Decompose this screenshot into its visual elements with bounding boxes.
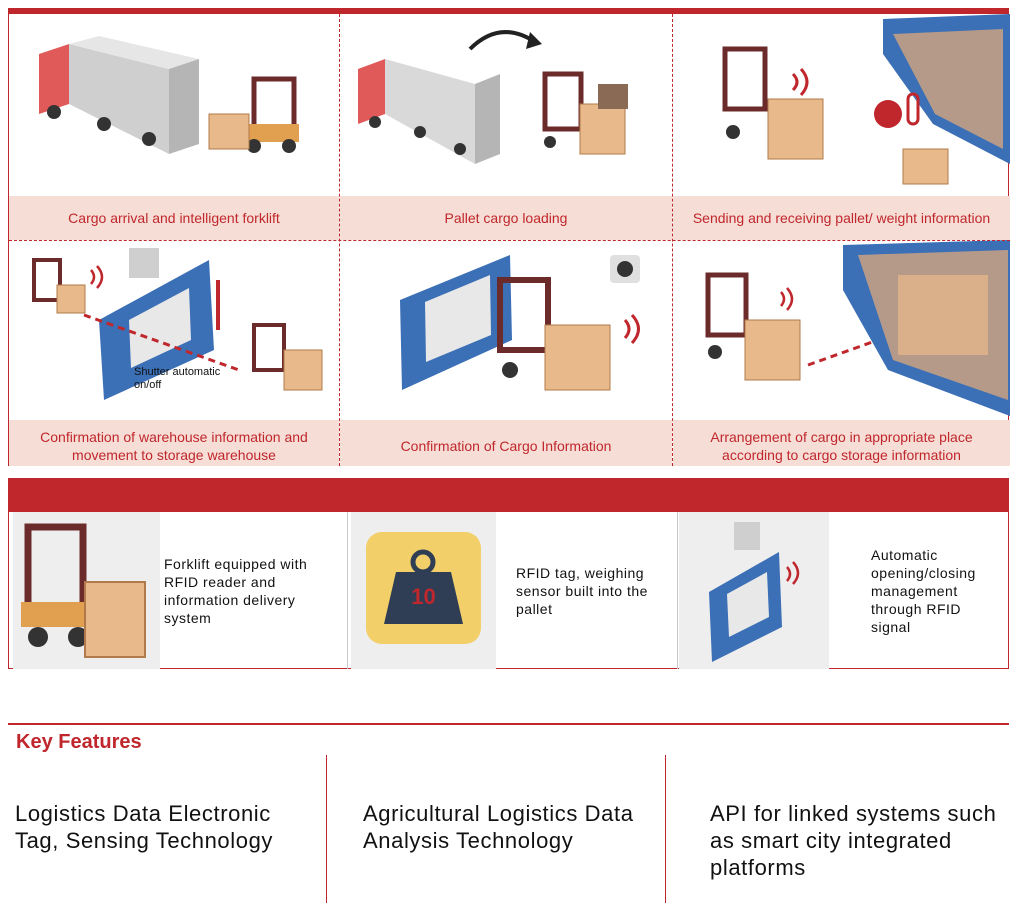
key-feature-item: Agricultural Logistics Data Analysis Tec… <box>363 801 634 853</box>
feature-text: Automatic opening/closing management thr… <box>871 546 976 635</box>
key-feature-item: Logistics Data Electronic Tag, Sensing T… <box>15 801 274 853</box>
crate-icon <box>902 148 949 185</box>
signal-icon <box>623 313 640 345</box>
step-sending-receiving: Sending and receiving pallet/ weight inf… <box>673 14 1010 240</box>
forklift-icon <box>32 258 86 314</box>
weight-icon <box>366 532 481 644</box>
loading-illustration <box>358 30 628 164</box>
step-cargo-arrangement: Arrangement of cargo in appropriate plac… <box>673 240 1010 466</box>
key-feature-item: API for linked systems such as smart cit… <box>710 801 997 880</box>
process-diagram: Cargo arrival and intelligent forklift P… <box>8 8 1010 466</box>
signal-icon <box>791 67 809 97</box>
step-warehouse-confirmation: Shutter automatic on/off Confirmation of… <box>9 240 339 466</box>
check-icon <box>610 255 640 283</box>
forklift-icon <box>542 71 628 155</box>
step-caption: Cargo arrival and intelligent forklift <box>9 196 339 240</box>
step-caption: Confirmation of Cargo Information <box>340 420 672 466</box>
shutter-door-icon <box>99 260 214 400</box>
truck-icon <box>358 59 500 164</box>
signal-icon <box>90 265 104 289</box>
temperature-icon <box>874 92 920 128</box>
warehouse-icon <box>843 240 1010 416</box>
gear-icon <box>129 248 159 278</box>
forklift-icon <box>252 323 323 391</box>
key-features-rule <box>8 723 1009 725</box>
forklift-icon <box>705 272 801 381</box>
feature-text: RFID tag, weighing sensor built into the… <box>516 564 648 617</box>
step-cargo-confirmation: Confirmation of Cargo Information <box>340 240 672 466</box>
step-cargo-arrival: Cargo arrival and intelligent forklift <box>9 14 339 240</box>
forklift-icon <box>208 76 299 153</box>
truck-icon <box>39 36 199 154</box>
step-caption: Sending and receiving pallet/ weight inf… <box>673 196 1010 240</box>
forklift-image <box>13 512 160 669</box>
step-caption: Confirmation of warehouse information an… <box>9 420 339 466</box>
signal-icon <box>780 287 794 311</box>
weight-image: 10 <box>351 512 496 669</box>
warehouse-icon <box>883 14 1010 164</box>
arrow-icon <box>468 30 537 51</box>
features-header-bar <box>9 479 1008 512</box>
shutter-label: Shutter automatic on/off <box>134 366 221 391</box>
arrangement-illustration <box>705 240 1010 416</box>
forklift-icon <box>497 277 611 391</box>
key-features-title: Key Features <box>16 731 142 753</box>
step-caption: Arrangement of cargo in appropriate plac… <box>673 420 1010 466</box>
truck-forklift-illustration <box>39 36 299 154</box>
confirmation-illustration <box>400 255 640 391</box>
step-caption: Pallet cargo loading <box>340 196 672 240</box>
forklift-icon <box>722 46 824 160</box>
shutter-image <box>679 512 829 669</box>
sensing-illustration <box>722 14 1010 185</box>
equipment-features: Forklift equipped with RFID reader and i… <box>8 478 1009 669</box>
shutter-illustration <box>32 248 323 400</box>
feature-text: Forklift equipped with RFID reader and i… <box>164 555 308 626</box>
forklift-icon <box>21 523 146 658</box>
step-pallet-loading: Pallet cargo loading <box>340 14 672 240</box>
weight-label: 10 <box>411 584 436 609</box>
shutter-door-icon <box>400 255 512 390</box>
shutter-door-icon <box>709 522 800 662</box>
